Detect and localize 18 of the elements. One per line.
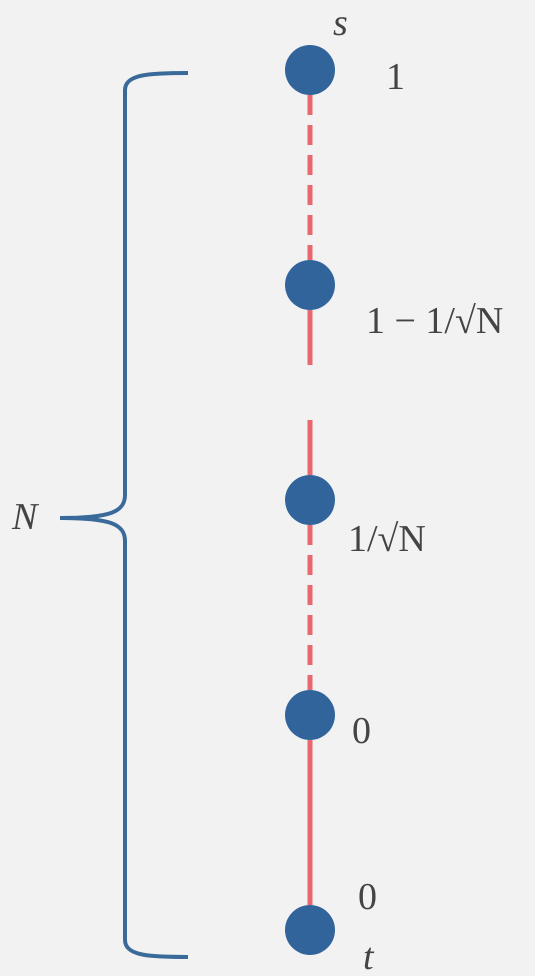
node-dot [285,260,335,310]
connector-line [308,525,312,690]
node-dot [285,475,335,525]
node-value-label: t [363,938,374,976]
brace-label: N [12,498,38,536]
node-value-label: s [333,4,348,42]
node-dot [285,905,335,955]
connector-line [308,310,312,365]
node-value-label: 0 [352,712,371,750]
node-value-label: 1/√N [348,520,426,558]
connector-line [308,420,312,475]
connector-line [308,740,312,905]
node-value-label: 0 [358,878,377,916]
node-value-label: 1 [386,58,405,96]
connector-line [308,95,312,260]
node-value-label: 1 − 1/√N [366,302,504,340]
node-dot [285,690,335,740]
node-dot [285,45,335,95]
